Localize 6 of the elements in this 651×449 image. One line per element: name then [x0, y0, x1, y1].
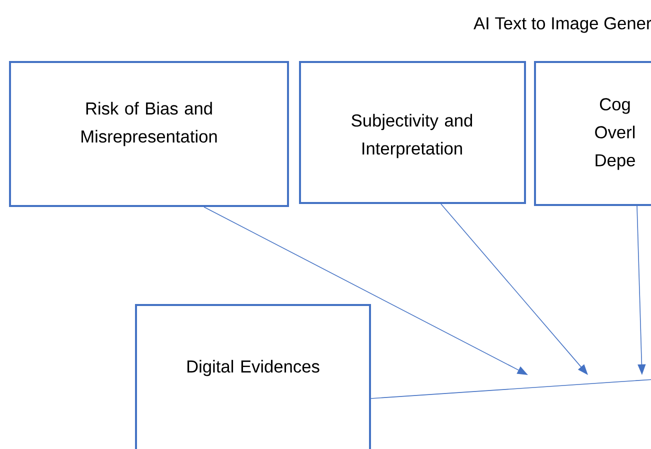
- text-box: Risk of Bias and Misrepresentation: [9, 61, 289, 207]
- title: AI Text to Image Gener: [474, 17, 651, 33]
- text-box: Digital Evidences: [135, 304, 371, 449]
- text-box: Subjectivity and Interpretation: [299, 61, 526, 204]
- text-box: Cog Overl Depe: [534, 61, 651, 206]
- arrow: [440, 204, 588, 375]
